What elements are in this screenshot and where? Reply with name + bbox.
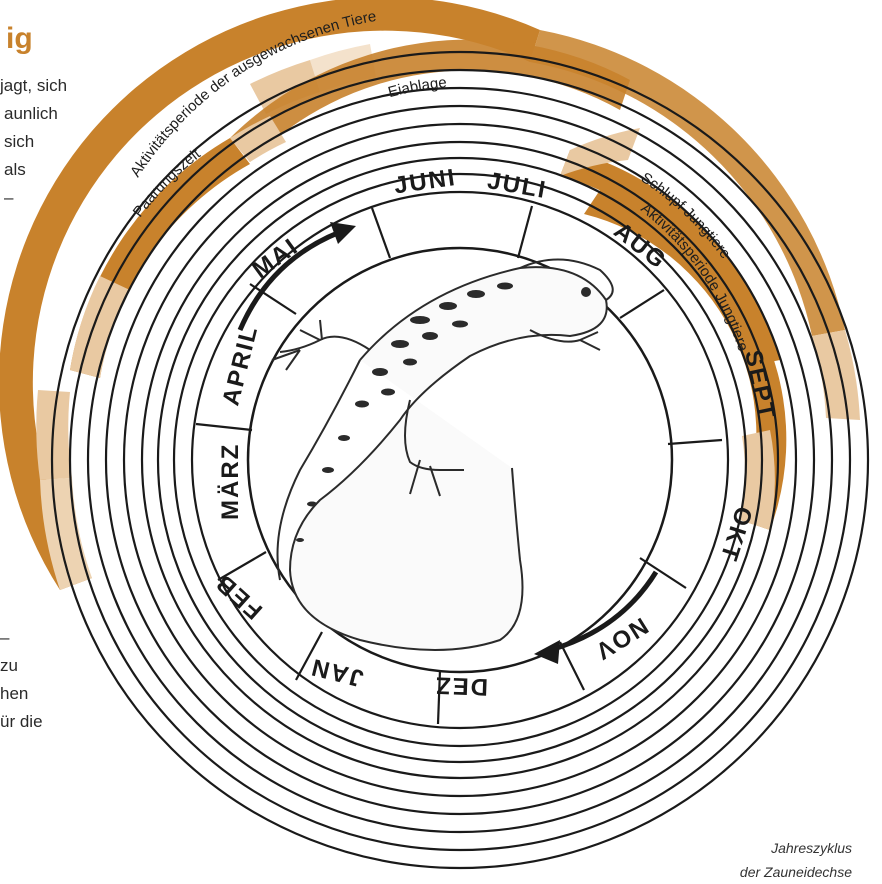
- body-line: –: [0, 624, 43, 652]
- body-text-bottom: – zu hen ür die: [0, 624, 43, 736]
- body-line: hen: [0, 680, 43, 708]
- body-line: ür die: [0, 708, 43, 736]
- body-line: aunlich: [0, 100, 67, 128]
- body-line: jagt, sich: [0, 72, 67, 100]
- body-line: zu: [0, 652, 43, 680]
- month-juli: JULI: [485, 167, 549, 204]
- caption-line-2: der Zauneidechse: [740, 860, 852, 884]
- body-line: –: [0, 184, 67, 212]
- month-dez: DEZ: [434, 671, 489, 700]
- heading-fragment: ig: [6, 22, 33, 56]
- figure-caption: Jahreszyklus der Zauneidechse: [740, 836, 852, 884]
- month-april: APRIL: [217, 322, 263, 408]
- caption-line-1: Jahreszyklus: [740, 836, 852, 860]
- body-line: als: [0, 156, 67, 184]
- lizard-drawing: [272, 259, 613, 650]
- month-okt: OKT: [714, 503, 757, 565]
- body-line: sich: [0, 128, 67, 156]
- month-juni: JUNI: [392, 164, 458, 199]
- month-maerz: MÄRZ: [217, 443, 244, 520]
- body-text-top: jagt, sich aunlich sich als –: [0, 72, 67, 212]
